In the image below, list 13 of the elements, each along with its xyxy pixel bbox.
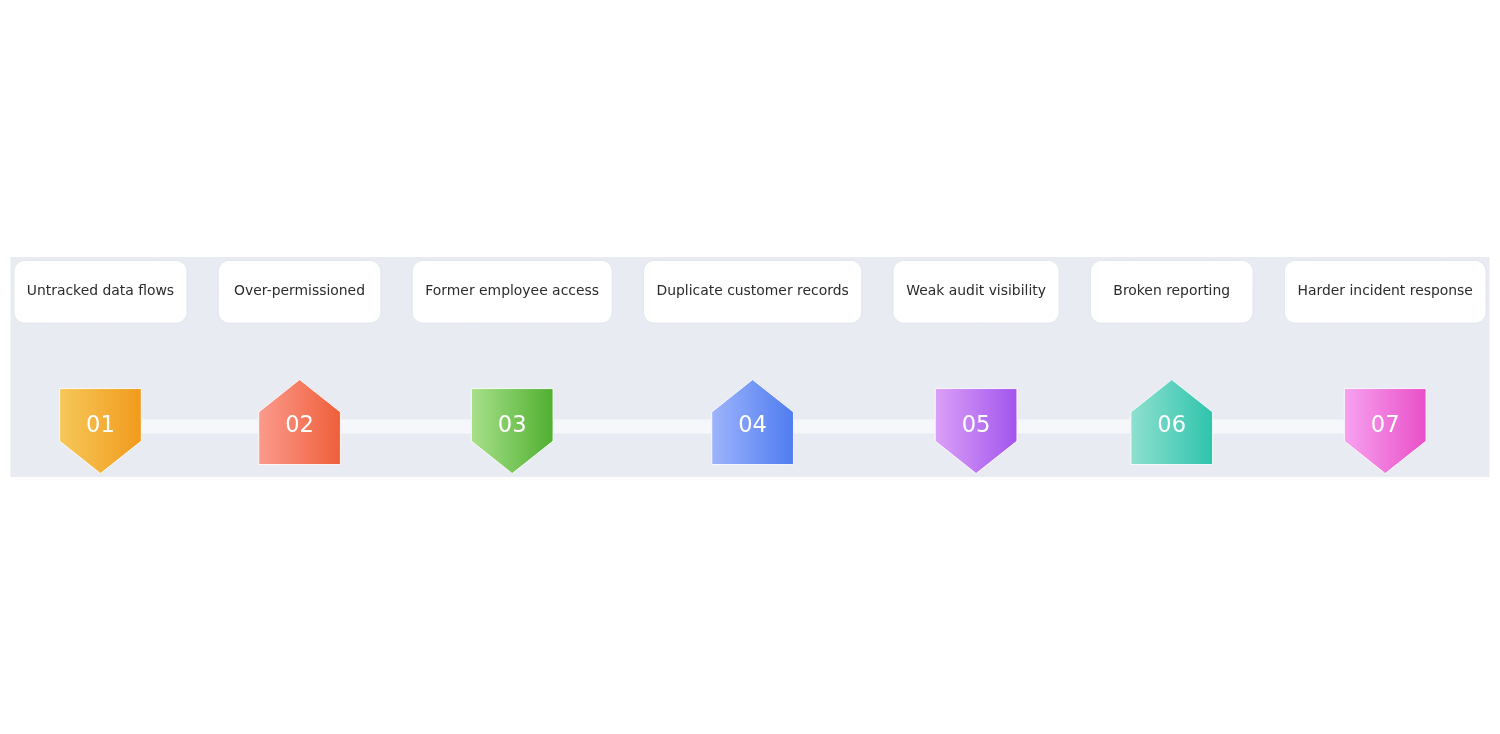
node-box: Over-permissioned bbox=[217, 260, 382, 324]
connector bbox=[1212, 419, 1345, 434]
connector bbox=[793, 419, 935, 434]
connector bbox=[553, 419, 712, 434]
connector bbox=[141, 419, 259, 434]
connector bbox=[340, 419, 472, 434]
node-box: Duplicate customer records bbox=[643, 260, 863, 324]
node-box: Former employee access bbox=[411, 260, 613, 324]
node-box: Untracked data flows bbox=[13, 260, 188, 324]
node-box: Harder incident response bbox=[1283, 260, 1487, 324]
node-box: Weak audit visibility bbox=[892, 260, 1060, 324]
connector bbox=[1017, 419, 1131, 434]
node-box: Broken reporting bbox=[1090, 260, 1254, 324]
